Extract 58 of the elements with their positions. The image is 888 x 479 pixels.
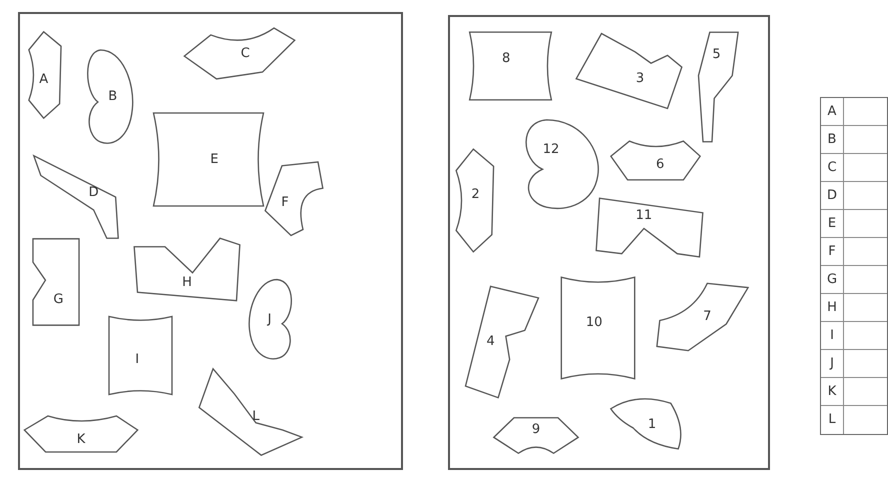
puzzle-piece	[609, 139, 702, 182]
row-letter: L	[827, 412, 837, 427]
puzzle-piece	[132, 237, 242, 302]
piece-label: I	[135, 352, 140, 367]
puzzle-piece	[464, 284, 540, 400]
puzzle-piece	[197, 367, 304, 457]
piece-label: 12	[542, 143, 560, 158]
row-letter: J	[828, 356, 835, 371]
piece-label: F	[281, 196, 289, 210]
row-letter: I	[829, 328, 835, 343]
puzzle-piece	[559, 274, 637, 382]
row-letter: E	[826, 216, 838, 231]
puzzle-piece	[22, 414, 140, 454]
piece-label: J	[268, 312, 272, 326]
piece-label: B	[108, 90, 118, 104]
row-letter: K	[826, 384, 838, 399]
piece-label: 7	[703, 310, 712, 324]
row-letter: H	[826, 300, 838, 315]
puzzle-piece	[655, 282, 750, 352]
puzzle-piece	[32, 154, 120, 240]
piece-label: 4	[486, 335, 495, 349]
piece-label: 11	[636, 208, 652, 223]
row-letter: B	[826, 132, 838, 147]
piece-label: A	[39, 72, 48, 86]
row-letter: D	[826, 188, 838, 203]
piece-label: H	[182, 276, 192, 290]
puzzle-piece	[607, 395, 682, 450]
puzzle-piece	[492, 417, 580, 454]
puzzle-piece	[27, 30, 64, 120]
piece-label: K	[76, 433, 86, 447]
piece-label: C	[240, 46, 250, 60]
puzzle-piece	[454, 147, 497, 254]
puzzle-piece	[594, 197, 705, 260]
piece-label: 2	[471, 188, 480, 202]
piece-label: 6	[656, 158, 664, 172]
piece-label: 3	[636, 72, 644, 86]
piece-label: 9	[532, 422, 540, 437]
piece-label: 8	[502, 52, 510, 66]
puzzle-piece	[574, 32, 684, 110]
piece-label: 5	[712, 48, 721, 62]
piece-label: 10	[586, 316, 602, 330]
panel-frame	[18, 12, 403, 470]
panel-frame	[448, 15, 770, 470]
row-letter: F	[827, 244, 837, 259]
row-letter: G	[826, 272, 838, 287]
puzzle-piece	[32, 237, 80, 327]
puzzle-piece	[264, 162, 324, 237]
puzzle-piece	[150, 110, 267, 209]
row-letter: C	[826, 160, 838, 175]
piece-label: D	[88, 186, 99, 200]
piece-label: E	[210, 152, 218, 166]
piece-label: 1	[648, 418, 656, 432]
row-letter: A	[826, 104, 838, 119]
piece-label: L	[252, 410, 260, 424]
puzzle-piece	[182, 27, 297, 80]
piece-label: G	[53, 293, 64, 307]
puzzle-piece	[467, 30, 554, 102]
puzzle-piece	[107, 314, 174, 397]
